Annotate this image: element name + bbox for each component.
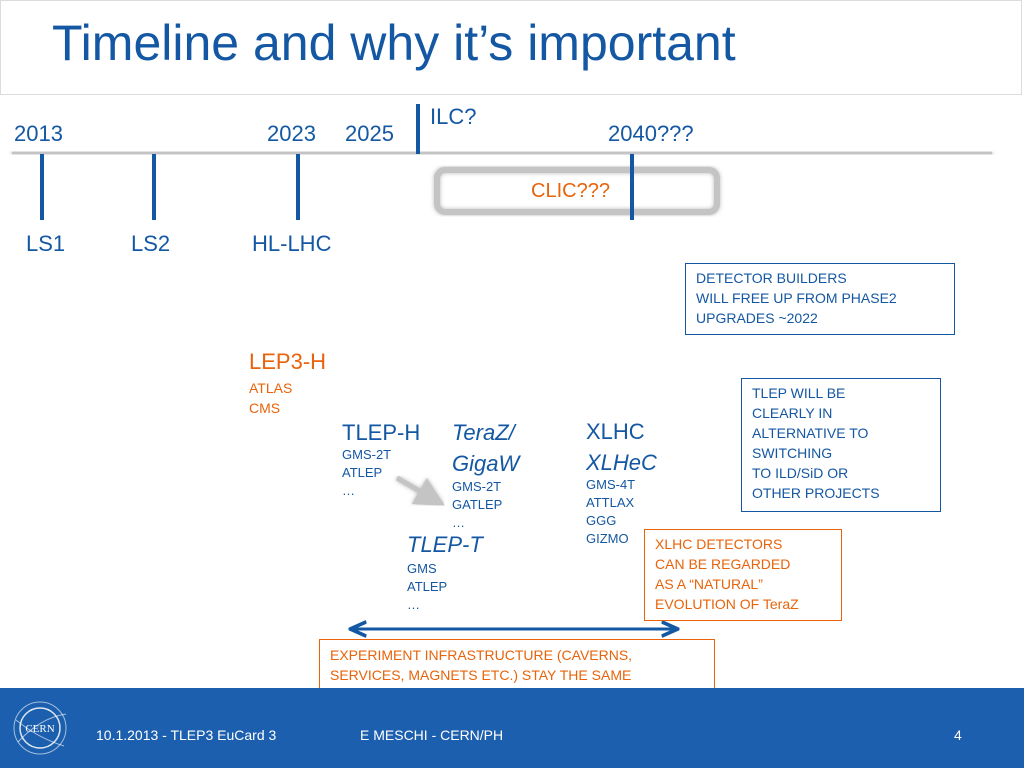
teraz-title-line1: TeraZ/ <box>452 420 515 445</box>
tleph-item: … <box>342 483 355 498</box>
note-tlep-will-be: TLEP WILL BE CLEARLY IN ALTERNATIVE TO S… <box>741 378 941 512</box>
note-xlhc-detectors: XLHC DETECTORS CAN BE REGARDED AS A “NAT… <box>644 529 842 621</box>
clic-label: CLIC??? <box>531 180 610 202</box>
xlhc-item: ATTLAX <box>586 495 635 510</box>
timeline-diagram <box>11 104 993 690</box>
teraz-item: GMS-2T <box>452 479 502 494</box>
note-line: TO ILD/SiD OR <box>752 465 849 481</box>
lep3h-title: LEP3-H <box>249 349 327 374</box>
svg-text:CERN: CERN <box>25 723 54 735</box>
cern-logo-icon: CERN <box>13 701 67 755</box>
marker-hllhc: HL-LHC <box>252 231 332 256</box>
year-2040: 2040??? <box>608 121 694 146</box>
year-2025: 2025 <box>345 121 394 146</box>
note-line: UPGRADES ~2022 <box>696 310 818 326</box>
marker-ls1: LS1 <box>26 231 66 256</box>
footer-page-number: 4 <box>954 727 962 743</box>
xlhc-item: GMS-4T <box>586 477 636 492</box>
footer-date-event: 10.1.2013 - TLEP3 EuCard 3 <box>96 727 277 743</box>
note-line: CLEARLY IN <box>752 405 833 421</box>
note-line: WILL FREE UP FROM PHASE2 <box>696 290 897 306</box>
tlept-item: … <box>407 597 420 612</box>
note-line: EVOLUTION OF TeraZ <box>655 596 799 612</box>
lep3h-item-atlas: ATLAS <box>249 380 293 396</box>
arrow-tleph-to-teraz <box>395 475 446 507</box>
xlhc-item: GGG <box>586 513 617 528</box>
year-2023: 2023 <box>267 121 316 146</box>
tleph-title: TLEP-H <box>342 420 421 445</box>
note-line: DETECTOR BUILDERS <box>696 270 847 286</box>
tleph-item: ATLEP <box>342 465 383 480</box>
note-line: TLEP WILL BE <box>752 385 846 401</box>
tleph-item: GMS-2T <box>342 447 392 462</box>
note-line: ALTERNATIVE TO <box>752 425 869 441</box>
note-line: CAN BE REGARDED <box>655 556 791 572</box>
note-line: AS A “NATURAL” <box>655 576 763 592</box>
footer-author: E MESCHI - CERN/PH <box>360 727 504 743</box>
ilc-label: ILC? <box>430 104 477 129</box>
lep3h-item-cms: CMS <box>249 400 281 416</box>
teraz-item: … <box>452 515 465 530</box>
year-2013: 2013 <box>14 121 63 146</box>
note-line: SWITCHING <box>752 445 833 461</box>
note-infrastructure: EXPERIMENT INFRASTRUCTURE (CAVERNS, SERV… <box>319 639 715 690</box>
xlhec-title: XLHeC <box>586 450 657 475</box>
tlept-item: GMS <box>407 561 437 576</box>
tlept-title: TLEP-T <box>407 532 483 557</box>
note-line: XLHC DETECTORS <box>655 536 783 552</box>
page-title: Timeline and why it’s important <box>52 15 736 71</box>
title-frame <box>0 0 1022 95</box>
teraz-item: GATLEP <box>452 497 503 512</box>
marker-ls2: LS2 <box>131 231 171 256</box>
footer-bar <box>0 688 1024 768</box>
xlhc-item: GIZMO <box>586 531 629 546</box>
note-detector-builders: DETECTOR BUILDERS WILL FREE UP FROM PHAS… <box>685 263 955 335</box>
teraz-title-line2: GigaW <box>452 451 520 476</box>
xlhc-title: XLHC <box>586 419 645 444</box>
note-line: EXPERIMENT INFRASTRUCTURE (CAVERNS, <box>330 647 633 663</box>
tlept-item: ATLEP <box>407 579 448 594</box>
note-line: SERVICES, MAGNETS ETC.) STAY THE SAME <box>330 667 632 683</box>
timeline-axis <box>11 149 993 157</box>
note-line: OTHER PROJECTS <box>752 485 880 501</box>
